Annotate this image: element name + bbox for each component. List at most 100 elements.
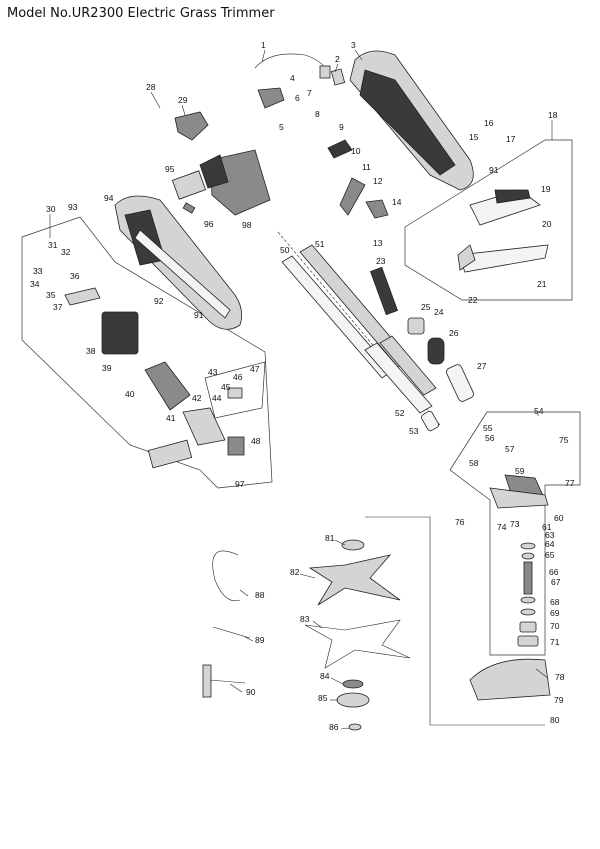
- part-26: [427, 337, 445, 365]
- callout-51: 51: [315, 239, 325, 249]
- callout-91: 91: [194, 310, 204, 320]
- callout-28: 28: [146, 82, 156, 92]
- callout-54: 54: [534, 406, 544, 416]
- callout-56: 56: [485, 433, 495, 443]
- callout-22: 22: [468, 295, 478, 305]
- callout-9: 9: [339, 122, 344, 132]
- callout-85: 85: [318, 693, 328, 703]
- part-27: [446, 364, 474, 402]
- callout-67: 67: [551, 577, 561, 587]
- part-11: [339, 177, 366, 216]
- callout-15: 15: [469, 132, 479, 142]
- callout-95: 95: [165, 164, 175, 174]
- callout-17: 17: [506, 134, 516, 144]
- callout-42: 42: [192, 393, 202, 403]
- callout-46: 46: [233, 372, 243, 382]
- callout-37: 37: [53, 302, 63, 312]
- callout-36: 36: [70, 271, 80, 281]
- tools: [202, 550, 251, 698]
- gear-head-group: [469, 474, 551, 701]
- callout-64: 64: [545, 539, 555, 549]
- callout-29: 29: [178, 95, 188, 105]
- housing-right-3: [349, 50, 474, 191]
- part-23: [369, 266, 399, 316]
- callout-76: 76: [455, 517, 465, 527]
- blade-accessories: [304, 539, 411, 731]
- callout-86: 86: [329, 722, 339, 732]
- part-29: [174, 111, 209, 141]
- callout-71: 71: [550, 637, 560, 647]
- callout-77: 77: [565, 478, 575, 488]
- diagram-title: Model No.UR2300 Electric Grass Trimmer: [7, 6, 275, 21]
- callout-82: 82: [290, 567, 300, 577]
- callout-40: 40: [125, 389, 135, 399]
- callout-1: 1: [261, 40, 266, 50]
- callout-69: 69: [550, 608, 560, 618]
- leader-accessory-link: [365, 516, 545, 726]
- shaft-assembly: [277, 231, 441, 426]
- callout-20: 20: [542, 219, 552, 229]
- callout-53: 53: [409, 426, 419, 436]
- group-box-switch: [204, 361, 266, 419]
- callout-84: 84: [320, 671, 330, 681]
- callout-98: 98: [242, 220, 252, 230]
- callout-70: 70: [550, 621, 560, 631]
- callout-34: 34: [30, 279, 40, 289]
- callout-89: 89: [255, 635, 265, 645]
- callout-8: 8: [315, 109, 320, 119]
- callout-3: 3: [351, 40, 356, 50]
- callout-21: 21: [537, 279, 547, 289]
- callout-97: 97: [235, 479, 245, 489]
- callout-45: 45: [221, 382, 231, 392]
- callout-78: 78: [555, 672, 565, 682]
- callout-75: 75: [559, 435, 569, 445]
- callout-32: 32: [61, 247, 71, 257]
- callout-30: 30: [46, 204, 56, 214]
- callout-19: 19: [541, 184, 551, 194]
- callout-33: 33: [33, 266, 43, 276]
- callout-83: 83: [300, 614, 310, 624]
- housing-left-94: [114, 195, 243, 330]
- part-53: [421, 410, 439, 432]
- callout-labels: 1 2 3 4 5 6 7 8 9 10 11 12 13 14 15 16 1…: [30, 40, 575, 732]
- callout-57: 57: [505, 444, 515, 454]
- callout-73: 73: [510, 519, 520, 529]
- callout-25: 25: [421, 302, 431, 312]
- callout-35: 35: [46, 290, 56, 300]
- callout-38: 38: [86, 346, 96, 356]
- callout-58: 58: [469, 458, 479, 468]
- callout-23: 23: [376, 256, 386, 266]
- handle-group: [457, 189, 549, 273]
- callout-65: 65: [545, 550, 555, 560]
- callout-26: 26: [449, 328, 459, 338]
- callout-80: 80: [550, 715, 560, 725]
- callout-27: 27: [477, 361, 487, 371]
- part-25: [407, 317, 425, 335]
- group-box-gear-head: [449, 411, 581, 656]
- callout-39: 39: [102, 363, 112, 373]
- callout-4: 4: [290, 73, 295, 83]
- callout-74: 74: [497, 522, 507, 532]
- callout-66: 66: [549, 567, 559, 577]
- callout-92: 92: [154, 296, 164, 306]
- callout-12: 12: [373, 176, 383, 186]
- callout-88: 88: [255, 590, 265, 600]
- leader-lines: [49, 49, 553, 730]
- callout-52: 52: [395, 408, 405, 418]
- callout-48: 48: [251, 436, 261, 446]
- part-9: [327, 139, 353, 159]
- callout-10: 10: [351, 146, 361, 156]
- callout-91b: 91: [489, 165, 499, 175]
- motor-assembly: [171, 149, 271, 216]
- callout-96: 96: [204, 219, 214, 229]
- motor-group: [64, 287, 245, 469]
- callout-43: 43: [208, 367, 218, 377]
- callout-47: 47: [250, 364, 260, 374]
- callout-63: 63: [545, 530, 555, 540]
- callout-55: 55: [483, 423, 493, 433]
- part-4: [257, 87, 285, 109]
- part-1-cord: [254, 53, 326, 69]
- callout-31: 31: [48, 240, 58, 250]
- callout-7: 7: [307, 88, 312, 98]
